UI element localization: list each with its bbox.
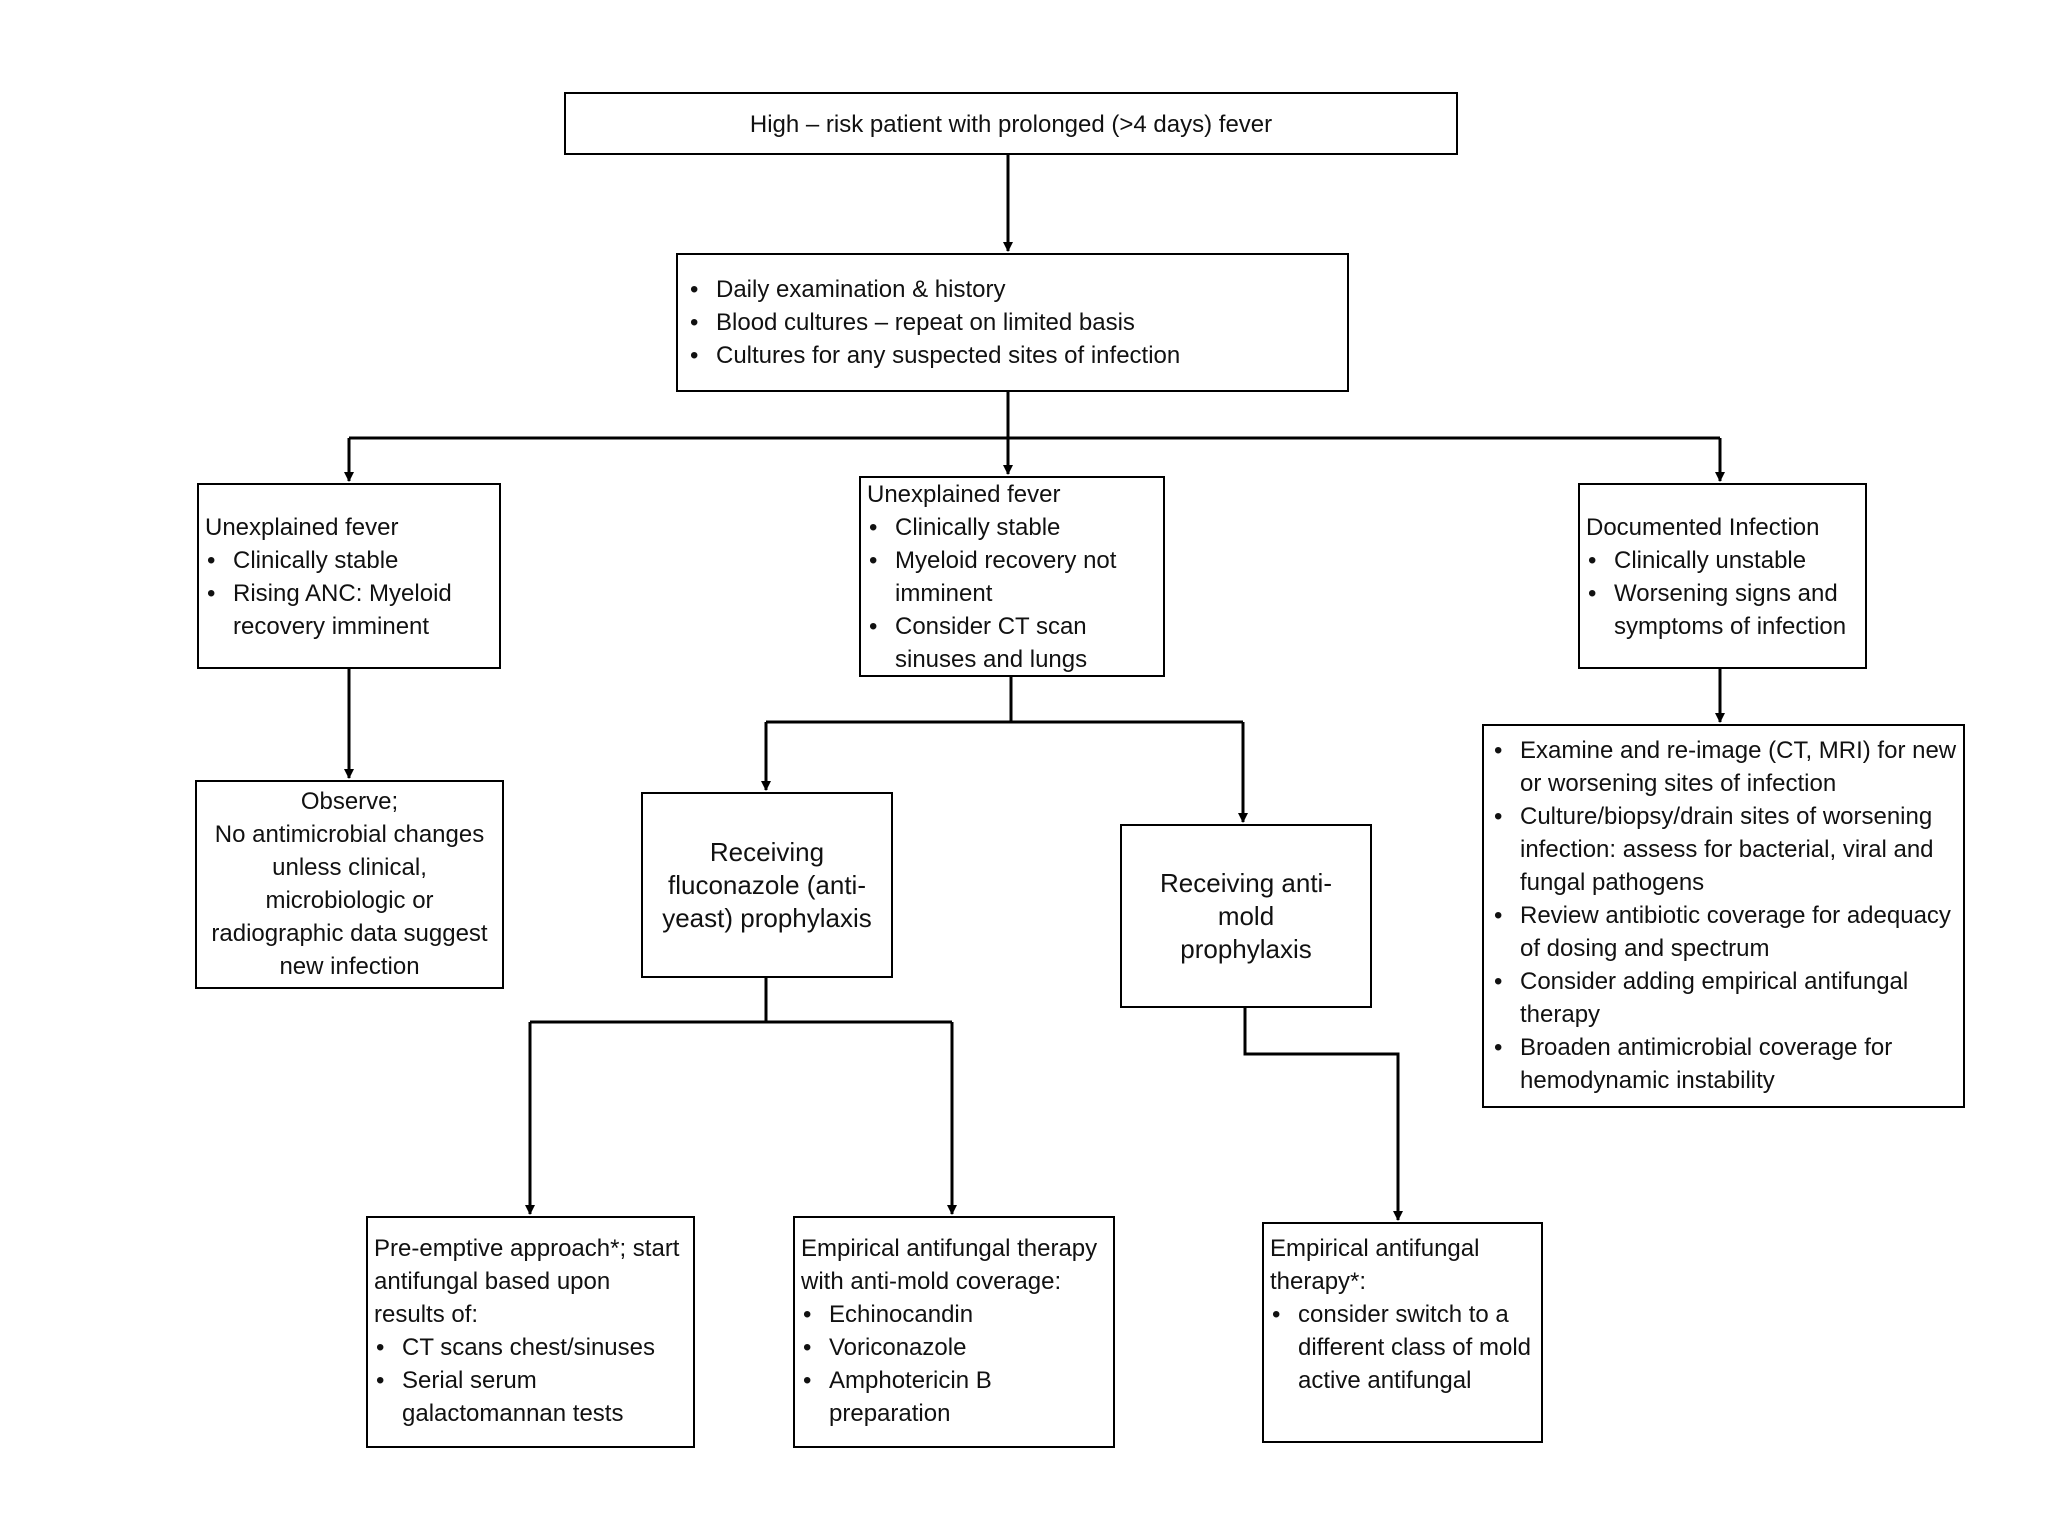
node-fluconazole-prophylaxis: Receiving fluconazole (anti-yeast) proph… xyxy=(641,792,893,978)
list-item: Daily examination & history xyxy=(688,273,1341,306)
node-heading: Observe; xyxy=(300,788,399,815)
node-unexplained-fever-not-imminent: Unexplained fever Clinically stable Myel… xyxy=(859,476,1165,677)
list-item: Worsening signs and symptoms of infectio… xyxy=(1586,577,1859,643)
list-item: Review antibiotic coverage for adequacy … xyxy=(1492,899,1957,965)
node-heading: Documented Infection xyxy=(1586,514,1820,541)
list-item: Consider adding empirical antifungal the… xyxy=(1492,965,1957,1031)
node-body: No antimicrobial changes unless clinical… xyxy=(211,821,488,980)
list-item: Clinically stable xyxy=(205,544,493,577)
node-heading: Empirical antifungal therapy*: xyxy=(1270,1235,1480,1295)
list-item: Consider CT scan sinuses and lungs xyxy=(867,610,1157,676)
list-item: Myeloid recovery not imminent xyxy=(867,544,1157,610)
node-antimold-prophylaxis: Receiving anti-mold prophylaxis xyxy=(1120,824,1372,1008)
list-item: Cultures for any suspected sites of infe… xyxy=(688,339,1341,372)
list-item: Broaden antimicrobial coverage for hemod… xyxy=(1492,1031,1957,1097)
node-examine-reimage: Examine and re-image (CT, MRI) for new o… xyxy=(1482,724,1965,1108)
node-heading: Unexplained fever xyxy=(867,481,1061,508)
node-heading: Pre-emptive approach*; start antifungal … xyxy=(374,1235,680,1328)
node-text: Receiving anti-mold prophylaxis xyxy=(1160,867,1332,964)
node-heading: Empirical antifungal therapy with anti-m… xyxy=(801,1235,1098,1295)
node-text: Receiving fluconazole (anti-yeast) proph… xyxy=(662,836,872,933)
list-item: consider switch to a different class of … xyxy=(1270,1298,1535,1397)
list-item: CT scans chest/sinuses xyxy=(374,1331,687,1364)
list-item: Blood cultures – repeat on limited basis xyxy=(688,306,1341,339)
list-item: Clinically unstable xyxy=(1586,544,1859,577)
node-high-risk-patient: High – risk patient with prolonged (>4 d… xyxy=(564,92,1458,155)
node-empirical-switch-therapy: Empirical antifungal therapy*: consider … xyxy=(1262,1222,1543,1443)
node-heading: Unexplained fever xyxy=(205,514,399,541)
list-item: Voriconazole xyxy=(801,1331,1107,1364)
node-unexplained-fever-stable: Unexplained fever Clinically stable Risi… xyxy=(197,483,501,669)
list-item: Culture/biopsy/drain sites of worsening … xyxy=(1492,800,1957,899)
list-item: Serial serum galactomannan tests xyxy=(374,1364,687,1430)
list-item: Examine and re-image (CT, MRI) for new o… xyxy=(1492,734,1957,800)
list-item: Clinically stable xyxy=(867,511,1157,544)
node-high-risk-patient-text: High – risk patient with prolonged (>4 d… xyxy=(749,111,1273,138)
node-observe: Observe; No antimicrobial changes unless… xyxy=(195,780,504,989)
node-preemptive-approach: Pre-emptive approach*; start antifungal … xyxy=(366,1216,695,1448)
node-daily-examination: Daily examination & history Blood cultur… xyxy=(676,253,1349,392)
list-item: Echinocandin xyxy=(801,1298,1107,1331)
list-item: Rising ANC: Myeloid recovery imminent xyxy=(205,577,493,643)
list-item: Amphotericin B preparation xyxy=(801,1364,1107,1430)
node-empirical-antimold-therapy: Empirical antifungal therapy with anti-m… xyxy=(793,1216,1115,1448)
node-documented-infection: Documented Infection Clinically unstable… xyxy=(1578,483,1867,669)
arrow-to-empirical-switch xyxy=(1243,1008,1403,1221)
